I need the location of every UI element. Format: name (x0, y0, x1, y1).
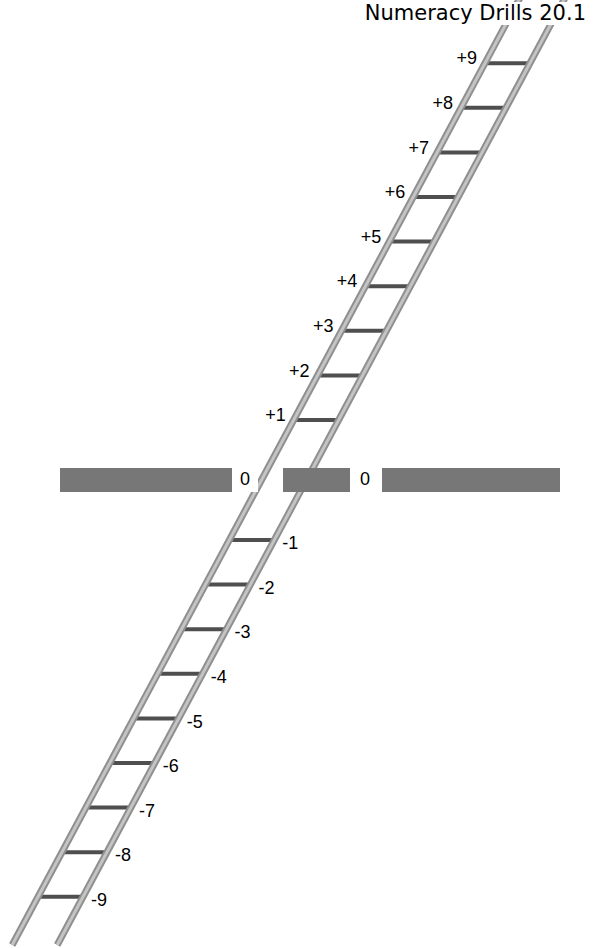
rung-number: -9 (91, 891, 107, 911)
rung-number: -3 (235, 623, 251, 643)
rung-number: +8 (432, 94, 453, 114)
rung-number: +3 (313, 317, 334, 337)
rung-number: +9 (456, 49, 477, 69)
ladder-rails (12, 0, 566, 945)
rung-number: -1 (282, 534, 298, 554)
rung-number: +7 (409, 139, 430, 159)
zero-label: 0 (240, 470, 250, 490)
page-title: Numeracy Drills 20.1 (362, 2, 589, 25)
rung-number: +4 (337, 272, 358, 292)
rung-number: -4 (211, 668, 227, 688)
zero-band (60, 468, 560, 492)
rung-number: +6 (385, 183, 406, 203)
rung-number: -2 (258, 579, 274, 599)
rung-number: +1 (265, 406, 286, 426)
rung-number: +5 (361, 228, 382, 248)
rung-number: -7 (139, 802, 155, 822)
rung-number: +2 (289, 362, 310, 382)
rung-number: -8 (115, 846, 131, 866)
rung-number: -6 (163, 757, 179, 777)
zero-label: 0 (360, 470, 370, 490)
rung-number: -5 (187, 713, 203, 733)
